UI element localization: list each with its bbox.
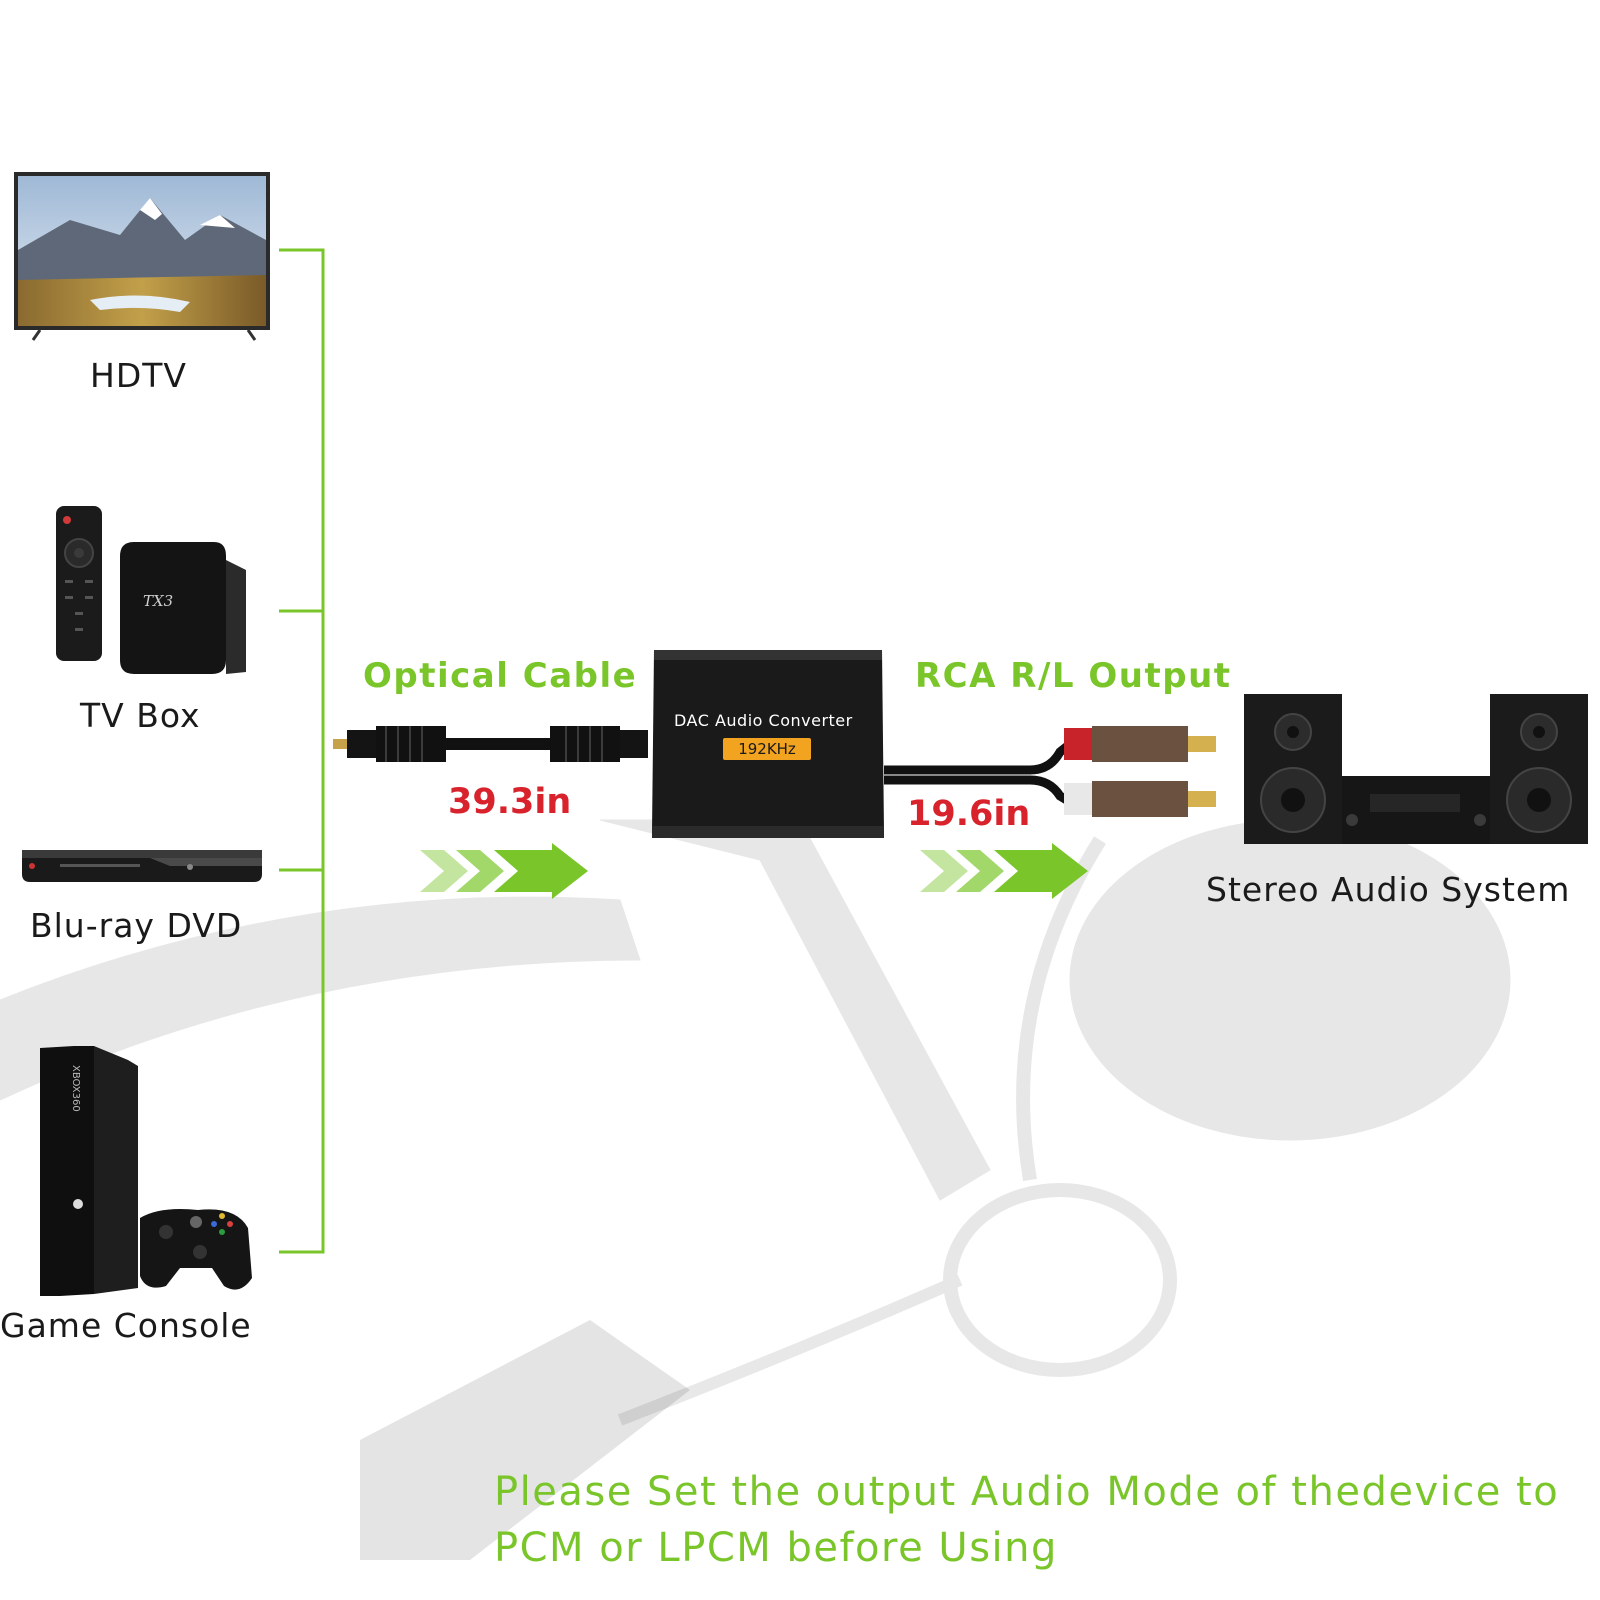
destination-label: Stereo Audio System bbox=[1206, 870, 1571, 909]
rca-length-label: 19.6in bbox=[907, 794, 1031, 834]
usage-note-line-1: Please Set the output Audio Mode of thed… bbox=[494, 1469, 1560, 1515]
dac-rate-badge: 192KHz bbox=[723, 738, 811, 760]
usage-note: Please Set the output Audio Mode of thed… bbox=[494, 1464, 1594, 1576]
optical-length-label: 39.3in bbox=[448, 782, 572, 822]
svg-text:TX3: TX3 bbox=[143, 592, 173, 610]
dac-title: DAC Audio Converter bbox=[674, 711, 853, 730]
svg-text:XBOX360: XBOX360 bbox=[70, 1065, 81, 1112]
optical-cable-label: Optical Cable bbox=[363, 656, 638, 696]
source-label-bluray: Blu-ray DVD bbox=[30, 906, 243, 945]
usage-note-line-2: PCM or LPCM before Using bbox=[494, 1525, 1058, 1571]
source-label-game-console: Game Console bbox=[0, 1306, 252, 1345]
source-label-hdtv: HDTV bbox=[90, 356, 187, 395]
rca-output-label: RCA R/L Output bbox=[915, 656, 1232, 696]
source-label-tv-box: TV Box bbox=[80, 696, 201, 735]
